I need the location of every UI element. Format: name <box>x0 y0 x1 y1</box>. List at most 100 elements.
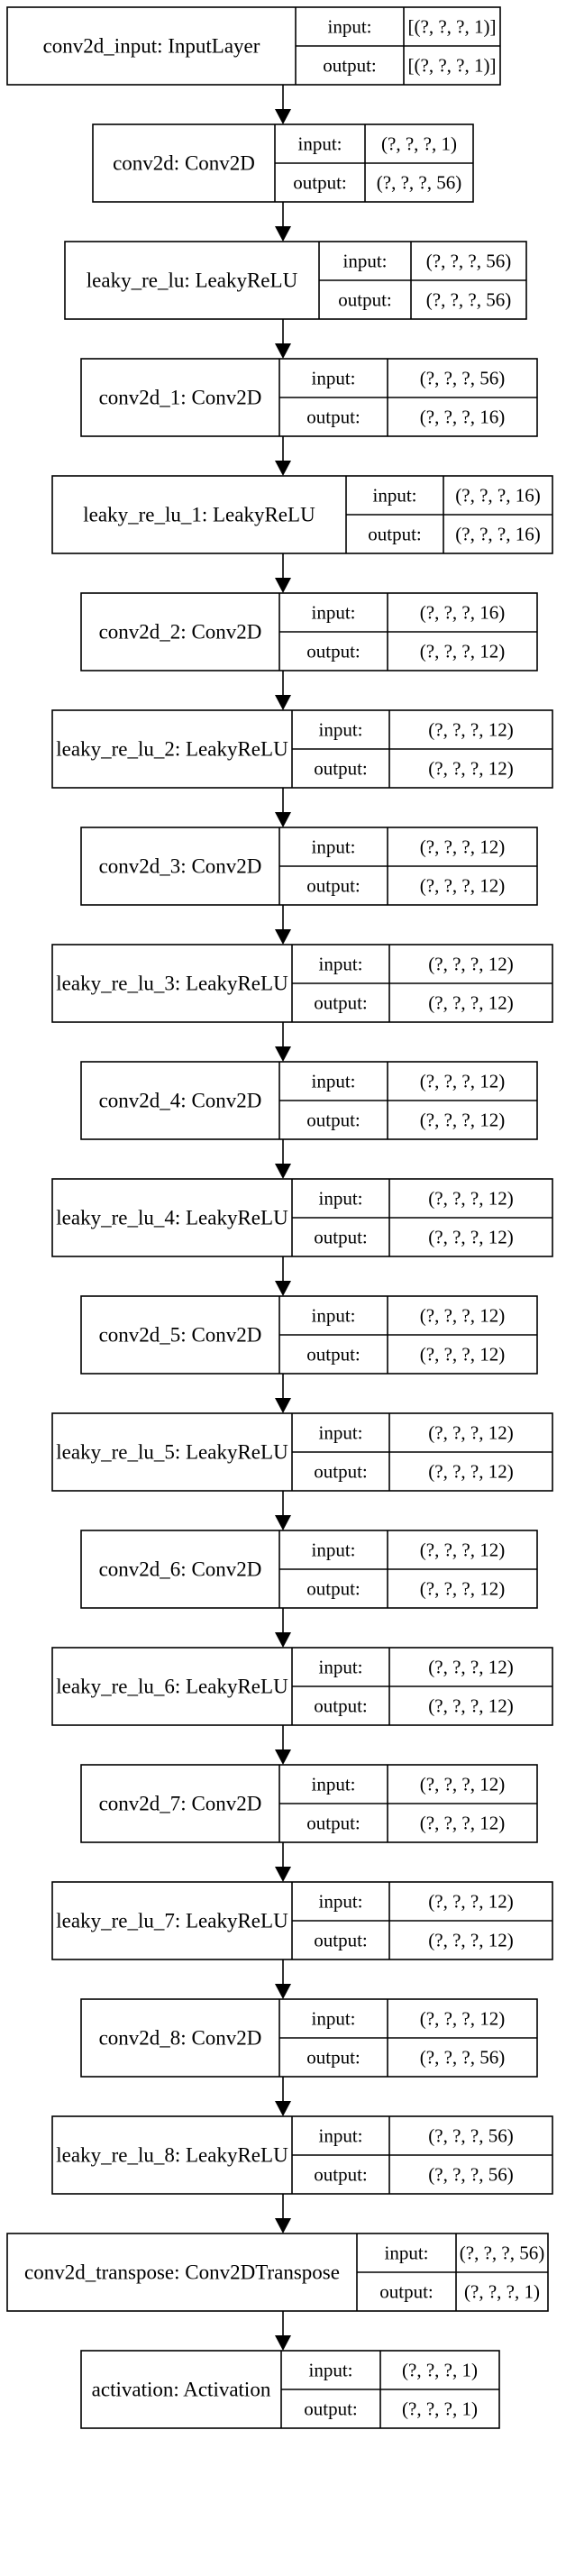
output-shape: (?, ?, ?, 56) <box>377 172 461 194</box>
arrow-head <box>275 2335 291 2351</box>
input-shape: (?, ?, ?, 12) <box>420 1071 505 1092</box>
input-label: input: <box>327 16 371 38</box>
input-label: input: <box>311 1539 355 1561</box>
output-label: output: <box>314 2164 368 2186</box>
output-label: output: <box>314 1695 368 1717</box>
arrow-head <box>275 2101 291 2116</box>
input-shape: (?, ?, ?, 12) <box>428 1891 513 1913</box>
input-label: input: <box>318 1422 362 1444</box>
input-shape: (?, ?, ?, 12) <box>428 719 513 741</box>
output-label: output: <box>306 1578 361 1600</box>
layer-name: leaky_re_lu_2: LeakyReLU <box>56 738 288 761</box>
output-shape: (?, ?, ?, 12) <box>428 1930 513 1951</box>
input-label: input: <box>311 1774 355 1795</box>
input-shape: (?, ?, ?, 12) <box>428 1422 513 1444</box>
layer-name: conv2d: Conv2D <box>113 152 255 175</box>
arrow-head <box>275 578 291 593</box>
arrow-head <box>275 1984 291 1999</box>
output-label: output: <box>306 875 361 897</box>
output-label: output: <box>306 1813 361 1834</box>
layer-name: leaky_re_lu_7: LeakyReLU <box>56 1910 288 1932</box>
input-label: input: <box>311 1071 355 1092</box>
input-label: input: <box>318 1657 362 1678</box>
input-label: input: <box>318 2125 362 2147</box>
input-label: input: <box>311 2008 355 2030</box>
input-label: input: <box>318 719 362 741</box>
layer-name: leaky_re_lu_5: LeakyReLU <box>56 1441 288 1464</box>
input-label: input: <box>311 368 355 389</box>
arrow-head <box>275 109 291 124</box>
layer-name: conv2d_8: Conv2D <box>99 2027 262 2050</box>
output-shape: (?, ?, ?, 16) <box>455 524 540 545</box>
input-shape: (?, ?, ?, 12) <box>428 1657 513 1678</box>
output-label: output: <box>293 172 347 194</box>
output-shape: (?, ?, ?, 56) <box>428 2164 513 2186</box>
input-label: input: <box>384 2243 428 2264</box>
output-label: output: <box>314 1930 368 1951</box>
input-shape: (?, ?, ?, 56) <box>428 2125 513 2147</box>
input-label: input: <box>311 836 355 858</box>
input-label: input: <box>311 602 355 624</box>
input-shape: (?, ?, ?, 12) <box>428 1188 513 1210</box>
output-label: output: <box>306 1344 361 1366</box>
input-shape: (?, ?, ?, 56) <box>426 251 511 272</box>
input-shape: (?, ?, ?, 12) <box>420 2008 505 2030</box>
arrow-head <box>275 1281 291 1296</box>
input-shape: (?, ?, ?, 12) <box>420 836 505 858</box>
input-shape: (?, ?, ?, 12) <box>428 954 513 975</box>
output-shape: (?, ?, ?, 12) <box>420 1344 505 1366</box>
input-label: input: <box>308 2360 352 2381</box>
input-shape: (?, ?, ?, 12) <box>420 1305 505 1327</box>
output-label: output: <box>306 641 361 662</box>
arrow-head <box>275 1398 291 1413</box>
arrow-head <box>275 343 291 359</box>
input-shape: (?, ?, ?, 56) <box>420 368 505 389</box>
input-label: input: <box>318 954 362 975</box>
arrow-head <box>275 1164 291 1179</box>
input-shape: (?, ?, ?, 56) <box>460 2243 544 2264</box>
output-shape: (?, ?, ?, 12) <box>420 1110 505 1131</box>
output-shape: (?, ?, ?, 1) <box>402 2398 478 2420</box>
output-shape: (?, ?, ?, 56) <box>426 289 511 311</box>
input-label: input: <box>372 485 416 507</box>
layer-name: leaky_re_lu: LeakyReLU <box>87 269 298 292</box>
output-shape: (?, ?, ?, 12) <box>428 1461 513 1483</box>
output-label: output: <box>379 2281 434 2303</box>
layer-name: leaky_re_lu_3: LeakyReLU <box>56 973 288 995</box>
input-shape: (?, ?, ?, 16) <box>420 602 505 624</box>
output-shape: (?, ?, ?, 12) <box>420 875 505 897</box>
input-shape: (?, ?, ?, 16) <box>455 485 540 507</box>
arrow-head <box>275 695 291 710</box>
output-label: output: <box>314 992 368 1014</box>
arrow-head <box>275 2218 291 2233</box>
input-shape: (?, ?, ?, 12) <box>420 1539 505 1561</box>
arrow-head <box>275 1867 291 1882</box>
arrow-head <box>275 1632 291 1648</box>
input-shape: (?, ?, ?, 1) <box>381 133 457 155</box>
output-shape: (?, ?, ?, 12) <box>428 1695 513 1717</box>
input-label: input: <box>318 1188 362 1210</box>
output-label: output: <box>304 2398 358 2420</box>
layer-name: leaky_re_lu_8: LeakyReLU <box>56 2144 288 2167</box>
layer-name: activation: Activation <box>92 2379 271 2401</box>
input-label: input: <box>297 133 342 155</box>
output-shape: (?, ?, ?, 12) <box>428 1227 513 1248</box>
input-label: input: <box>318 1891 362 1913</box>
input-label: input: <box>311 1305 355 1327</box>
output-shape: (?, ?, ?, 12) <box>428 992 513 1014</box>
input-shape: [(?, ?, ?, 1)] <box>408 16 497 38</box>
output-shape: (?, ?, ?, 16) <box>420 406 505 428</box>
layer-name: conv2d_2: Conv2D <box>99 621 262 644</box>
arrow-head <box>275 461 291 476</box>
output-label: output: <box>368 524 422 545</box>
output-shape: (?, ?, ?, 12) <box>428 758 513 780</box>
arrow-head <box>275 1749 291 1765</box>
output-label: output: <box>314 1461 368 1483</box>
layer-name: conv2d_input: InputLayer <box>43 35 260 58</box>
arrow-head <box>275 812 291 827</box>
arrow-head <box>275 1515 291 1530</box>
layer-name: conv2d_3: Conv2D <box>99 855 262 878</box>
layer-name: conv2d_1: Conv2D <box>99 387 262 409</box>
output-shape: (?, ?, ?, 12) <box>420 1578 505 1600</box>
